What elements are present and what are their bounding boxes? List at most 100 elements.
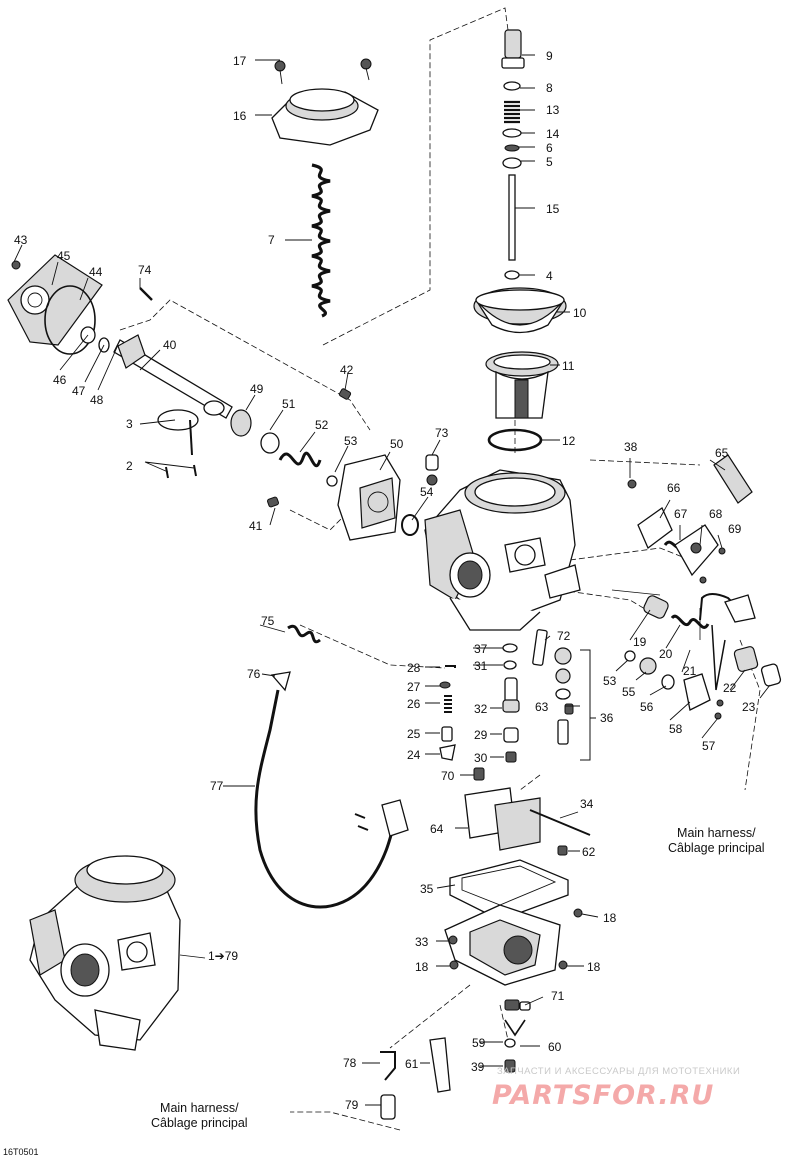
callout-63: 63 (535, 700, 549, 714)
diaphragm-slide (473, 287, 567, 452)
callout-75: 75 (261, 614, 275, 628)
callout-50: 50 (390, 437, 404, 451)
callout-65: 65 (715, 446, 729, 460)
callout-44: 44 (89, 265, 103, 279)
callout-66: 66 (667, 481, 681, 495)
callout-57: 57 (702, 739, 716, 753)
callout-34: 34 (580, 797, 594, 811)
callout-55: 55 (622, 685, 636, 699)
callout-45: 45 (57, 249, 71, 263)
callout-2: 2 (126, 459, 133, 473)
callout-26: 26 (407, 697, 421, 711)
top-cover-50 (337, 454, 419, 541)
throttle-shaft-assembly (7, 254, 352, 508)
callout-18-right-top: 18 (603, 911, 617, 925)
callout-23: 23 (742, 700, 756, 714)
callout-78: 78 (343, 1056, 357, 1070)
callout-32: 32 (474, 702, 488, 716)
harness-note-left-line1: Main harness/ (160, 1101, 239, 1115)
callout-77: 77 (210, 779, 224, 793)
callout-12: 12 (562, 434, 576, 448)
callout-59: 59 (472, 1036, 486, 1050)
callout-39: 39 (471, 1060, 485, 1074)
callout-61: 61 (405, 1057, 419, 1071)
callout-69: 69 (728, 522, 742, 536)
needle-stack (501, 29, 525, 280)
watermark-logo: PARTSFOR.RU (492, 1080, 715, 1111)
callout-36: 36 (600, 711, 614, 725)
callout-18-right-bottom: 18 (587, 960, 601, 974)
harness-note-right-line2: Câblage principal (668, 841, 765, 855)
callout-72: 72 (557, 629, 571, 643)
callout-6: 6 (546, 141, 553, 155)
callout-79: 79 (345, 1098, 359, 1112)
harness-note-right-line1: Main harness/ (677, 826, 756, 840)
callout-24: 24 (407, 748, 421, 762)
callout-74: 74 (138, 263, 152, 277)
callout-leader-lines (13, 54, 771, 1106)
callout-42: 42 (340, 363, 354, 377)
right-side-parts (611, 454, 782, 720)
callout-53-upper: 53 (344, 434, 358, 448)
callout-13: 13 (546, 103, 560, 117)
callout-33: 33 (415, 935, 429, 949)
callout-73: 73 (435, 426, 449, 440)
callout-54: 54 (420, 485, 434, 499)
callout-40: 40 (163, 338, 177, 352)
callout-58: 58 (669, 722, 683, 736)
callout-47: 47 (72, 384, 86, 398)
harness-note-left-line2: Câblage principal (151, 1116, 248, 1130)
callout-7: 7 (268, 233, 275, 247)
callout-14: 14 (546, 127, 560, 141)
callout-52: 52 (315, 418, 329, 432)
callout-22: 22 (723, 681, 737, 695)
carburetor-assembled-view (29, 855, 206, 1051)
diaphragm-cover-16 (271, 58, 379, 146)
callout-43: 43 (14, 233, 28, 247)
callout-46: 46 (53, 373, 67, 387)
callout-35: 35 (420, 882, 434, 896)
callout-5: 5 (546, 155, 553, 169)
callout-3: 3 (126, 417, 133, 431)
callout-29: 29 (474, 728, 488, 742)
harness-note-left: Main harness/ Câblage principal (151, 1101, 248, 1131)
callout-53-lower: 53 (603, 674, 617, 688)
callout-38: 38 (624, 440, 638, 454)
watermark-text: ЗАПЧАСТИ И АКСЕССУАРЫ ДЛЯ МОТОТЕХНИКИ (497, 1066, 741, 1077)
callout-56: 56 (640, 700, 654, 714)
callout-20: 20 (659, 647, 673, 661)
carburetor-body (424, 454, 637, 631)
callout-30: 30 (474, 751, 488, 765)
callout-16: 16 (233, 109, 247, 123)
callout-60: 60 (548, 1040, 562, 1054)
callout-4: 4 (546, 269, 553, 283)
callout-9: 9 (546, 49, 553, 63)
callout-15: 15 (546, 202, 560, 216)
callout-8: 8 (546, 81, 553, 95)
jet-components (439, 629, 591, 781)
callout-76: 76 (247, 667, 261, 681)
callout-71: 71 (551, 989, 565, 1003)
callout-41: 41 (249, 519, 263, 533)
drawing-code: 16T0501 (3, 1147, 39, 1157)
callout-28: 28 (407, 661, 421, 675)
callout-11: 11 (562, 359, 575, 373)
callout-17: 17 (233, 54, 247, 68)
callout-37: 37 (474, 642, 488, 656)
callout-67: 67 (674, 507, 688, 521)
spring-7 (311, 163, 331, 318)
callout-19: 19 (633, 635, 647, 649)
callout-1-79: 1➔79 (208, 949, 239, 963)
callout-62: 62 (582, 845, 596, 859)
callout-48: 48 (90, 393, 104, 407)
callout-31: 31 (474, 659, 488, 673)
callout-68: 68 (709, 507, 723, 521)
callout-49: 49 (250, 382, 264, 396)
harness-note-right: Main harness/ Câblage principal (668, 826, 765, 856)
callout-70: 70 (441, 769, 455, 783)
choke-cable (254, 624, 409, 909)
callout-18-left: 18 (415, 960, 429, 974)
callout-64: 64 (430, 822, 444, 836)
